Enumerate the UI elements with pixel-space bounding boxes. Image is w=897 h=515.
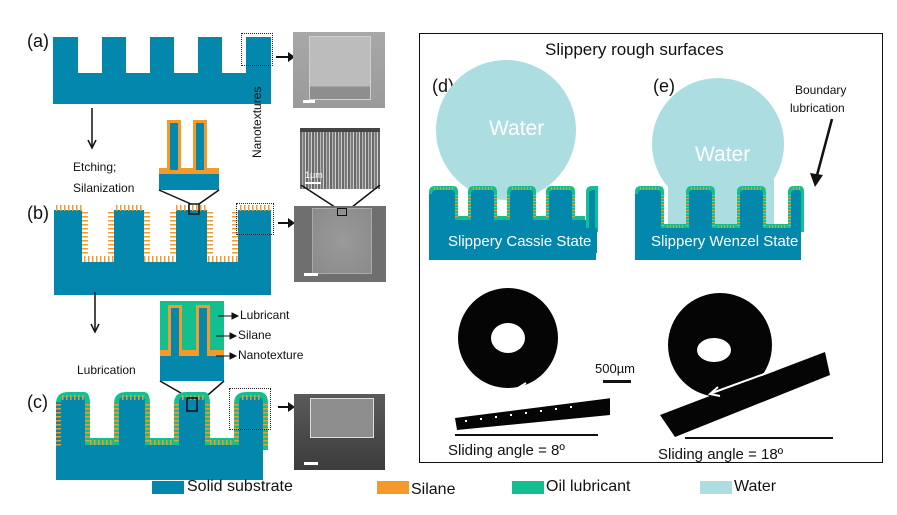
boundary-arrow — [810, 118, 834, 187]
state-label-cassie: Slippery Cassie State — [448, 233, 592, 250]
sem-pillar-b — [312, 208, 372, 274]
legend-label-substrate: Solid substrate — [187, 478, 293, 495]
boundary-label-line2: lubrication — [790, 101, 845, 115]
scale-label-1um: 1µm — [305, 170, 323, 180]
inclined-substrate-d — [455, 398, 610, 430]
legend-label-silane: Silane — [411, 481, 456, 498]
inset-lubricant-diagram — [159, 301, 225, 401]
legend-swatch-lubricant — [512, 481, 544, 494]
scale-bar-c — [304, 462, 318, 465]
callout-arrows — [216, 312, 240, 360]
scale-bar-1um — [305, 182, 321, 184]
substrate-c-diagram — [56, 392, 268, 480]
selection-box-b — [236, 203, 274, 235]
boundary-label-line1: Boundary — [795, 83, 847, 97]
sem-image-a — [293, 32, 385, 108]
state-label-wenzel: Slippery Wenzel State — [651, 233, 799, 250]
sem-nanotextures: 1µm — [300, 128, 380, 189]
sem-pillar-c — [310, 398, 374, 438]
zoom-box-sem-b — [337, 208, 347, 216]
arrowhead-right-c — [288, 402, 295, 412]
callout-nanotexture: Nanotexture — [238, 348, 304, 362]
step-etching-label: Etching; — [73, 160, 117, 174]
substrate-a — [53, 37, 271, 104]
nanotexture-hairs-d — [434, 187, 575, 218]
substrate-b — [54, 210, 271, 295]
legend-swatch-substrate — [152, 481, 184, 494]
selection-box-a — [241, 33, 273, 66]
cassie-state-diagram — [429, 60, 598, 260]
substrate-a-diagram — [53, 37, 271, 104]
panel-label-c: (c) — [27, 392, 48, 412]
legend-swatch-water — [700, 481, 732, 494]
arrowhead-right-a — [288, 52, 295, 62]
sem-image-b — [294, 206, 386, 282]
callout-silane: Silane — [238, 328, 272, 342]
sliding-angle-d: Sliding angle = 8º — [448, 442, 565, 459]
substrate-c — [56, 397, 263, 480]
wenzel-state-diagram — [635, 78, 804, 260]
sem-image-c — [294, 394, 385, 470]
arrow-right-c — [278, 406, 290, 408]
sliding-angle-e: Sliding angle = 18º — [658, 446, 784, 463]
panel-label-e: (e) — [653, 76, 675, 96]
inset-silane-diagram — [158, 120, 220, 205]
substrate-b-diagram — [54, 203, 271, 295]
callout-lubricant: Lubricant — [240, 308, 290, 322]
down-arrow-1 — [87, 108, 97, 150]
water-label-d: Water — [489, 117, 545, 140]
selection-box-c — [229, 388, 271, 430]
nanotexture-hairs-e — [640, 187, 801, 228]
legend-swatch-silane — [377, 481, 409, 494]
scale-bar-a — [303, 100, 315, 103]
sliding-photo-e — [660, 293, 833, 439]
water-droplet-d — [436, 60, 576, 200]
water-label-e: Water — [695, 143, 751, 166]
arrow-right-b — [278, 222, 290, 224]
droplet-highlight-d — [491, 323, 525, 353]
sliding-photo-d — [455, 288, 610, 436]
legend-label-lubricant: Oil lubricant — [546, 478, 631, 495]
slide-direction-arrow-e — [711, 369, 776, 394]
scale-bar-b — [304, 273, 318, 276]
step-silanization-label: Silanization — [73, 181, 135, 195]
slide-direction-arrow-d — [519, 379, 571, 389]
panel-label-a: (a) — [27, 31, 49, 51]
water-droplet-e — [652, 78, 784, 210]
panel-label-b: (b) — [27, 203, 49, 223]
arrow-right-a — [276, 56, 290, 58]
down-arrow-2 — [90, 292, 100, 334]
frame-title: Slippery rough surfaces — [545, 40, 724, 59]
droplet-highlight-e — [697, 338, 731, 362]
nanotextures-label: Nanotextures — [250, 86, 264, 158]
inclined-substrate-e — [660, 352, 830, 437]
step-lubrication-label: Lubrication — [77, 363, 136, 377]
legend-label-water: Water — [734, 478, 777, 495]
nanotexture-hairs-b — [54, 205, 271, 262]
scale-bar-500um — [603, 380, 631, 383]
sem-pillar-a — [309, 36, 371, 100]
arrowhead-right-b — [288, 218, 295, 228]
scale-label-500um: 500µm — [595, 361, 636, 376]
slippery-surfaces-frame — [419, 33, 883, 463]
